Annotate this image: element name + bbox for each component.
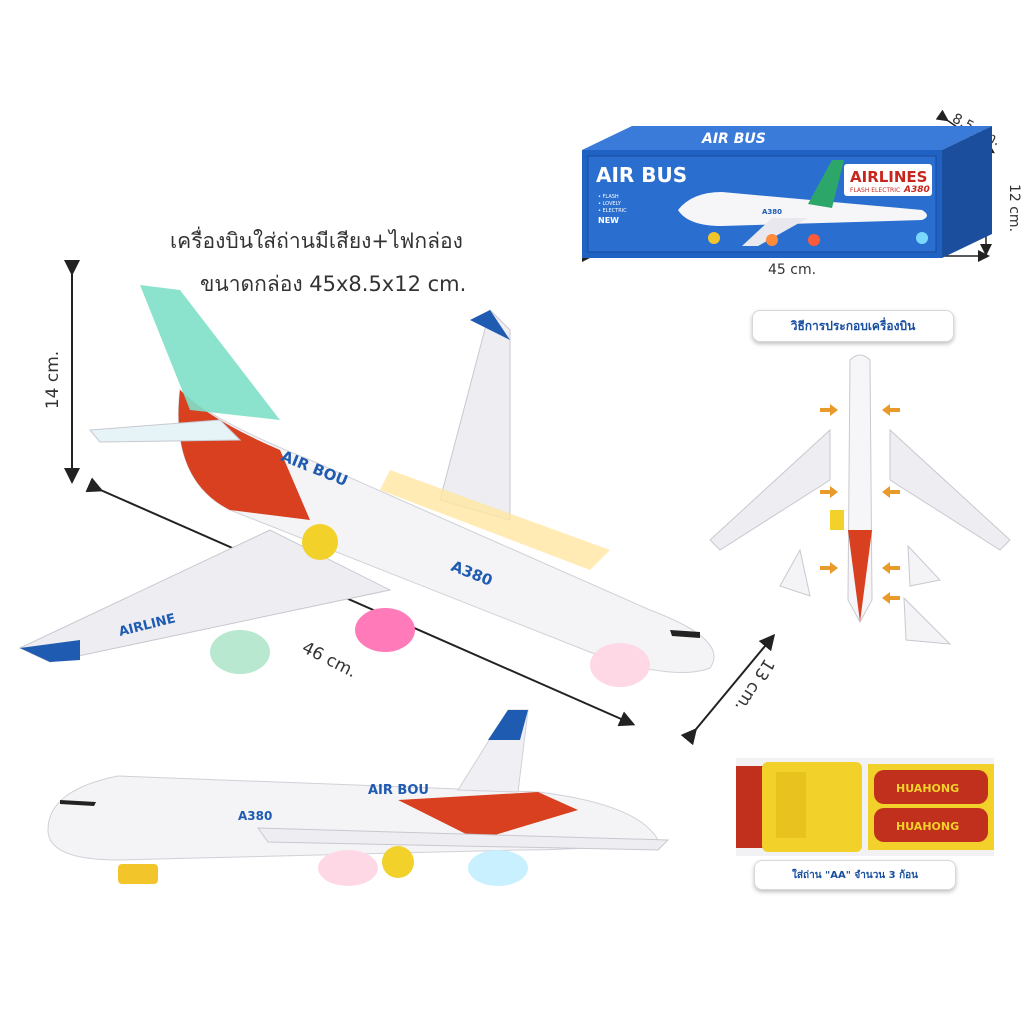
- main-plane-image: AIRLINE AIR BOU A380: [18, 285, 715, 687]
- box-new-badge: NEW: [598, 216, 619, 225]
- product-box: AIR BUS AIR BUS • FLASH • LOVELY • ELECT…: [582, 126, 992, 258]
- product-title: เครื่องบินใส่ถ่านมีเสียง+ไฟกล่อง: [170, 229, 463, 253]
- side-plane-image: AIR BOU A380: [47, 709, 670, 886]
- box-model: A380: [903, 185, 930, 195]
- box-feature-2: • LOVELY: [598, 201, 622, 207]
- box-height-label: 12 cm.: [1006, 183, 1023, 233]
- box-plane-model: A380: [762, 208, 782, 216]
- box-top-brand: AIR BUS: [701, 131, 766, 147]
- battery-caption: ใส่ถ่าน "AA" จำนวน 3 ก้อน: [754, 860, 956, 890]
- side-fuselage-text: AIR BOU: [368, 783, 429, 798]
- battery-compartment-image: HUAHONG HUAHONG: [736, 758, 994, 856]
- length-arrow: [85, 477, 636, 727]
- battery-brand-1: HUAHONG: [896, 782, 959, 795]
- assembly-diagram: [709, 354, 1011, 645]
- box-feature-1: • FLASH: [598, 194, 619, 200]
- side-model-text: A380: [238, 809, 272, 823]
- assembly-instructions-label: วิธีการประกอบเครื่องบิน: [752, 310, 954, 342]
- box-length-label: 45 cm.: [768, 262, 817, 278]
- battery-brand-2: HUAHONG: [896, 820, 959, 833]
- box-size-text: ขนาดกล่อง 45x8.5x12 cm.: [200, 272, 467, 296]
- box-brand: AIR BUS: [596, 163, 687, 187]
- box-airlines: AIRLINES: [850, 168, 927, 186]
- box-feature-3: • ELECTRIC: [598, 208, 627, 214]
- box-flash-electric: FLASH ELECTRIC: [850, 187, 900, 194]
- width-arrow: [680, 633, 776, 746]
